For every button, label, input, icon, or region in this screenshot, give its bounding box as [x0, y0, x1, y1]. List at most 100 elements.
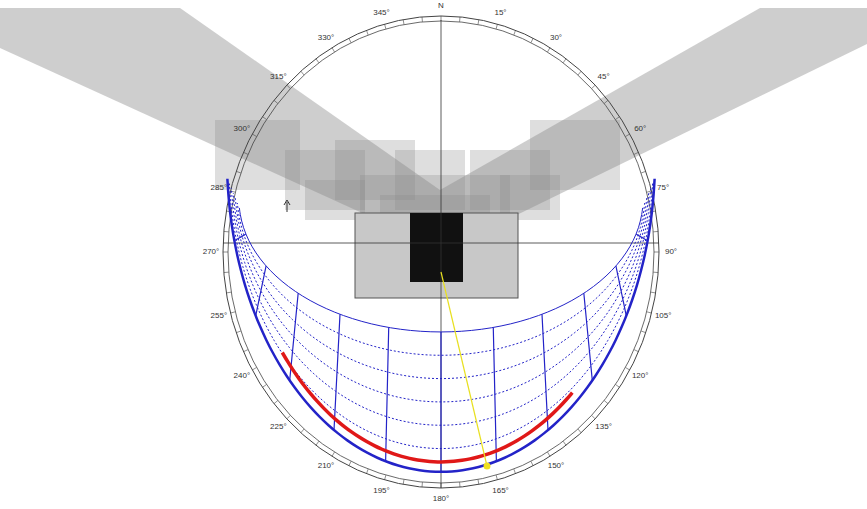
- hour-line: [616, 266, 626, 316]
- building-block: [355, 213, 518, 298]
- ring-tick: [349, 461, 351, 466]
- ring-tick: [349, 38, 351, 43]
- ring-tick: [262, 384, 266, 387]
- ring-tick: [226, 292, 231, 294]
- ring-tick: [236, 171, 241, 173]
- hour-line: [256, 266, 266, 316]
- ring-tick: [403, 479, 405, 484]
- compass-label: 30°: [550, 34, 562, 42]
- ring-tick: [578, 429, 581, 433]
- ring-tick: [459, 17, 460, 22]
- ring-tick: [385, 24, 386, 29]
- ring-tick: [243, 152, 248, 154]
- hour-line: [542, 314, 548, 430]
- compass-label: 90°: [665, 248, 677, 256]
- ring-tick: [496, 475, 497, 480]
- ring-tick: [224, 231, 229, 232]
- compass-label: 255°: [211, 312, 228, 320]
- ring-tick: [514, 469, 516, 474]
- compass-label: 240°: [234, 372, 251, 380]
- ring-tick: [654, 252, 659, 253]
- ring-tick: [647, 312, 652, 313]
- ring-tick: [592, 415, 596, 419]
- ring-tick: [651, 292, 656, 294]
- ring-tick: [653, 231, 658, 232]
- shadow-stack: [215, 120, 620, 220]
- compass-label: 195°: [373, 487, 390, 495]
- east-west-axis: [223, 243, 659, 244]
- ring-tick: [385, 475, 386, 480]
- ring-tick: [615, 117, 619, 120]
- ring-tick: [252, 368, 256, 371]
- ring-tick: [366, 30, 368, 35]
- ring-tick: [332, 452, 335, 456]
- hour-line: [440, 332, 441, 472]
- ring-tick: [316, 59, 319, 63]
- sun-ray: [441, 272, 487, 466]
- ring-tick: [301, 71, 304, 75]
- compass-label: 15°: [494, 9, 506, 17]
- compass-label: 105°: [655, 312, 672, 320]
- ring-tick: [548, 452, 551, 456]
- ring-tick: [243, 350, 248, 352]
- hour-line: [234, 234, 246, 241]
- ring-tick: [647, 191, 652, 192]
- ring-tick: [531, 461, 533, 466]
- selected-day-path: [282, 353, 572, 462]
- ring-tick: [224, 272, 229, 273]
- compass-label: 180°: [433, 495, 450, 503]
- day-path: [227, 179, 654, 472]
- compass-label: 270°: [203, 248, 220, 256]
- ring-tick: [301, 429, 304, 433]
- compass-label: 210°: [318, 462, 335, 470]
- building: [355, 213, 518, 298]
- compass-label: 45°: [598, 73, 610, 81]
- compass-label: 120°: [632, 372, 649, 380]
- ring-tick: [578, 71, 581, 75]
- ring-tick: [366, 469, 368, 474]
- ring-tick: [634, 350, 639, 352]
- ring-tick: [223, 252, 228, 253]
- ring-tick: [274, 400, 278, 403]
- north-axis: [441, 20, 442, 488]
- ring-tick: [653, 272, 658, 273]
- ring-tick: [625, 134, 629, 137]
- ring-tick: [634, 152, 639, 154]
- hour-line: [636, 234, 648, 241]
- compass-label: 60°: [634, 125, 646, 133]
- compass-label: 75°: [657, 184, 669, 192]
- ring-tick: [477, 479, 479, 484]
- ring-tick: [236, 331, 241, 333]
- ring-tick: [252, 134, 256, 137]
- compass-label: 165°: [492, 487, 509, 495]
- ring-tick: [316, 441, 319, 445]
- north-arrow: [284, 200, 290, 212]
- hour-line: [584, 293, 592, 380]
- building-notch: [410, 213, 463, 282]
- ring-tick: [604, 100, 608, 103]
- ring-tick: [563, 59, 566, 63]
- ring-tick: [459, 482, 460, 487]
- ring-tick: [641, 171, 646, 173]
- ring-tick: [496, 24, 497, 29]
- hour-line: [334, 314, 340, 430]
- compass-label: 315°: [270, 73, 287, 81]
- ring-tick: [262, 117, 266, 120]
- sun-paths: [227, 179, 654, 472]
- ring-tick: [604, 400, 608, 403]
- compass-ring: [223, 16, 659, 488]
- compass-label: 225°: [270, 423, 287, 431]
- hour-line: [493, 328, 496, 462]
- outer-ring: [223, 16, 659, 488]
- compass-label: 345°: [373, 9, 390, 17]
- shadow-bands: [0, 8, 867, 228]
- ring-tick: [287, 415, 291, 419]
- sun-position: [484, 463, 491, 470]
- compass-label: 330°: [318, 34, 335, 42]
- ring-tick: [563, 441, 566, 445]
- ring-tick: [274, 100, 278, 103]
- ring-tick: [641, 331, 646, 333]
- ring-tick: [548, 48, 551, 52]
- compass-label: N: [438, 2, 444, 10]
